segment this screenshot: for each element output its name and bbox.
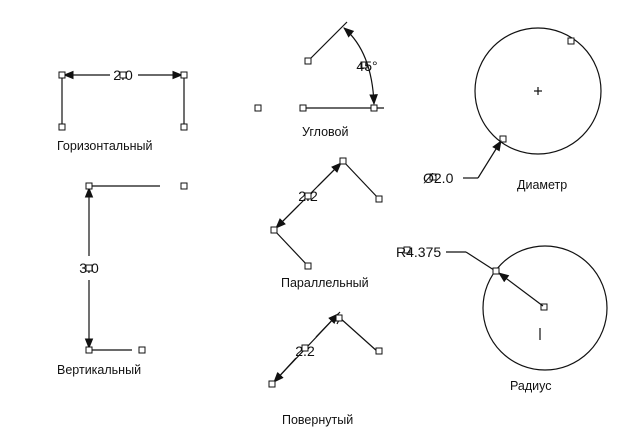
- caption-vertical: Вертикальный: [57, 363, 141, 377]
- leader-line: [498, 272, 544, 307]
- horizontal-dimension: 2.0 Горизонтальный: [57, 67, 188, 153]
- leader-line-extension: [465, 251, 498, 273]
- grip-point: [499, 135, 507, 143]
- grip-point: [335, 314, 343, 322]
- dimension-arrow-upper: [315, 313, 339, 338]
- grip-point: [370, 104, 378, 112]
- grip-point: [304, 262, 312, 270]
- text-grip: [360, 61, 368, 69]
- dimension-value: 3.0: [79, 260, 99, 276]
- grip-point: [339, 157, 347, 165]
- text-grip: [85, 264, 93, 272]
- grip-point: [85, 182, 93, 190]
- grip-point: [58, 71, 66, 79]
- dimension-value: R4.375: [396, 244, 441, 260]
- text-grip: [403, 246, 411, 254]
- vertical-dimension: 3.0 Вертикальный: [57, 182, 188, 377]
- grip-point: [567, 37, 575, 45]
- grip-point: [85, 346, 93, 354]
- angular-dimension: 45° Угловой: [254, 21, 384, 139]
- grip-point: [299, 104, 307, 112]
- text-grip: [304, 192, 312, 200]
- extension-line-upper: [339, 317, 379, 353]
- text-grip: [429, 173, 437, 181]
- extension-line-upper: [342, 160, 380, 200]
- text-grip: [119, 71, 127, 79]
- caption-parallel: Параллельный: [281, 276, 369, 290]
- grip-point: [304, 57, 312, 65]
- dimension-arrow-upper: [317, 162, 342, 187]
- rotated-dimension: 2.2 Повернутый: [268, 311, 383, 427]
- dimension-value: 2.2: [298, 188, 318, 204]
- grip-point: [180, 182, 188, 190]
- angle-arc: [343, 27, 378, 106]
- grip-point: [180, 71, 188, 79]
- leader-line: [477, 140, 502, 179]
- caption-diameter: Диаметр: [517, 178, 567, 192]
- grip-point: [375, 195, 383, 203]
- grip-point: [492, 267, 500, 275]
- radius-dimension: R4.375 Радиус: [396, 244, 608, 393]
- caption-angular: Угловой: [302, 125, 349, 139]
- parallel-dimension: 2.2 Параллельный: [270, 157, 383, 290]
- caption-radius: Радиус: [510, 379, 552, 393]
- caption-rotated: Повернутый: [282, 413, 353, 427]
- grip-point: [138, 346, 146, 354]
- dimension-value: Ø2.0: [423, 170, 454, 186]
- grip-point: [268, 380, 276, 388]
- diameter-dimension: Ø2.0 Диаметр: [423, 27, 602, 192]
- caption-horizontal: Горизонтальный: [57, 139, 152, 153]
- grip-point: [254, 104, 262, 112]
- grip-point: [58, 123, 66, 131]
- angle-leg-diagonal: [310, 21, 348, 59]
- dimension-value: 2.0: [113, 67, 133, 83]
- extension-line-lower: [273, 229, 309, 267]
- dimension-arrow-lower: [273, 357, 297, 383]
- dimension-value: 2.2: [295, 343, 315, 359]
- dimension-value: 45°: [356, 58, 377, 74]
- grip-point: [270, 226, 278, 234]
- grip-point: [375, 347, 383, 355]
- circle: [474, 27, 602, 155]
- dimension-arrow-lower: [275, 204, 300, 229]
- grip-point: [540, 303, 548, 311]
- text-grip: [301, 344, 309, 352]
- grip-point: [180, 123, 188, 131]
- circle: [482, 245, 608, 371]
